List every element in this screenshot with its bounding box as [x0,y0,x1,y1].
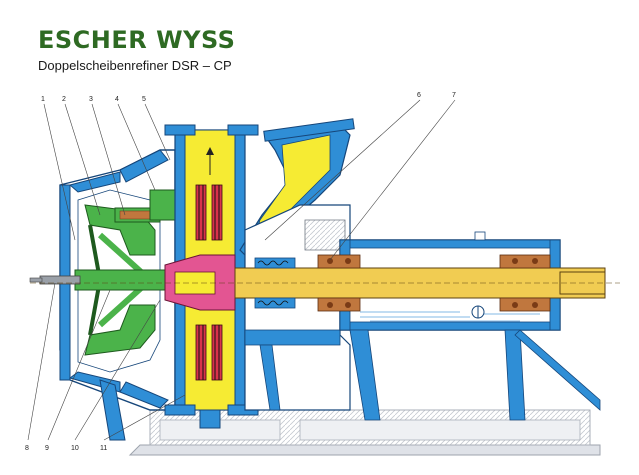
callout-8: 8 [25,445,29,452]
callout-11: 11 [100,445,107,452]
green-rotor-assembly [29,189,181,373]
callout-10: 10 [71,445,79,452]
callout-numbers-bottom: 8 9 10 11 [25,445,107,452]
brand-logo: ESCHER WYSS [38,26,236,54]
callout-lines-top [43,99,456,261]
main-shaft [30,267,620,299]
shaft-seal [254,257,296,309]
callout-9: 9 [45,445,49,452]
callout-lines-bottom [27,282,186,441]
callout-2: 2 [62,96,66,103]
callout-numbers-top: 1 2 3 4 5 6 7 [41,92,456,103]
refiner-disc-segments [195,184,223,381]
callout-4: 4 [115,96,119,103]
callout-7: 7 [452,92,456,99]
bearings [317,254,551,312]
callout-3: 3 [89,96,93,103]
drawing-title: Doppelscheibenrefiner DSR – CP [38,58,232,73]
callout-6: 6 [417,92,421,99]
right-bearing-block [339,231,601,421]
pink-rotor-hub [164,254,236,311]
callout-1: 1 [41,96,45,103]
callout-5: 5 [142,96,146,103]
